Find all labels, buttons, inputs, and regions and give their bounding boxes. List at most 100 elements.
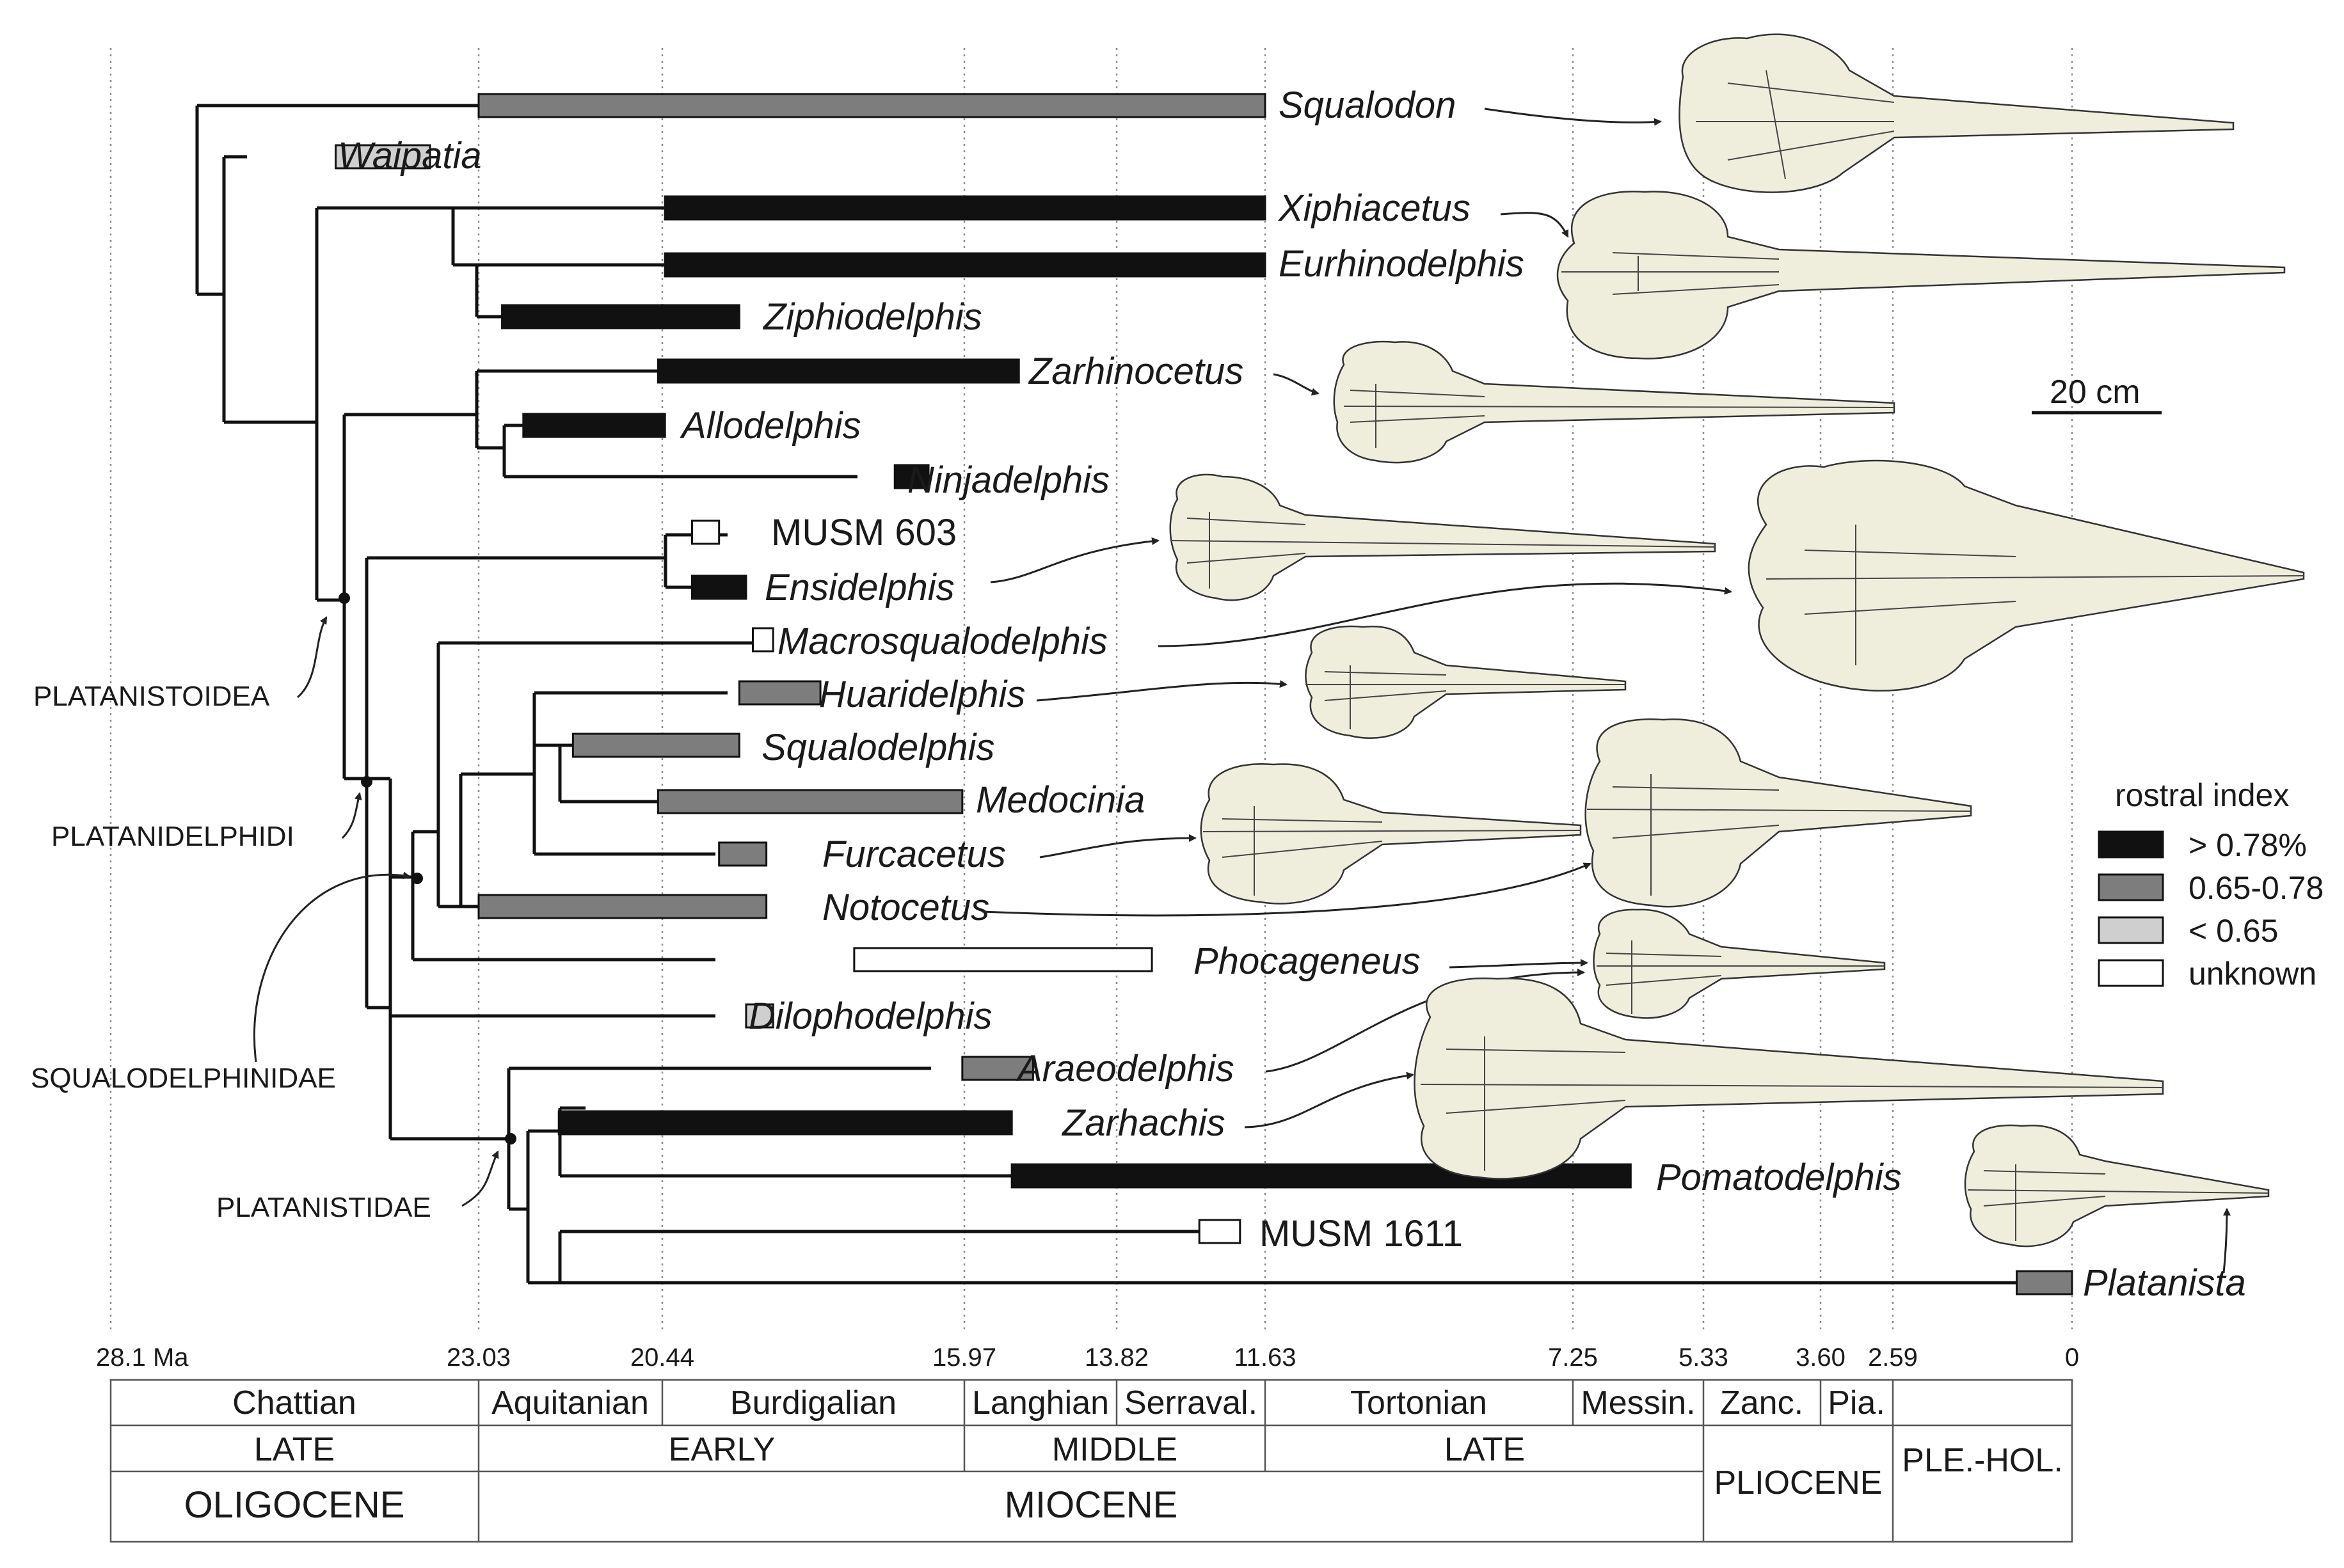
legend: rostral index > 0.78% 0.65-0.78 < 0.65 u… bbox=[2098, 777, 2324, 992]
range-bar-ensidelphis bbox=[690, 574, 747, 600]
skull-eurhinodelphis-image bbox=[1556, 191, 2286, 360]
skull-furcacetus-image bbox=[1200, 763, 1582, 905]
epoch-oligocene: OLIGOCENE bbox=[184, 1484, 405, 1526]
stage-burdigalian: Burdigalian bbox=[730, 1384, 897, 1421]
taxon-label-squalodon: Squalodon bbox=[1279, 84, 1456, 126]
skull-pointer-arrows bbox=[982, 107, 2231, 1274]
subepoch-middle-miocene: MIDDLE bbox=[1052, 1431, 1177, 1468]
taxon-label-eurhinodelphis: Eurhinodelphis bbox=[1279, 243, 1524, 285]
range-bar-allodelphis bbox=[522, 413, 666, 438]
stage-serravallian: Serraval. bbox=[1124, 1384, 1257, 1421]
stage-chattian: Chattian bbox=[232, 1384, 356, 1421]
range-bar-squalodon bbox=[477, 93, 1266, 118]
clade-label-platanistidae: PLATANISTIDAE bbox=[216, 1192, 431, 1223]
subepoch-late-miocene: LATE bbox=[1444, 1431, 1525, 1468]
skull-huaridelphis-image bbox=[1305, 625, 1627, 739]
scale-bar-label: 20 cm bbox=[2050, 374, 2141, 411]
epoch-pliocene: PLIOCENE bbox=[1714, 1464, 1883, 1501]
legend-title: rostral index bbox=[2115, 777, 2289, 813]
stage-aquitanian: Aquitanian bbox=[491, 1384, 649, 1421]
time-tick-label: 13.82 bbox=[1085, 1343, 1149, 1372]
taxon-label-musm603: MUSM 603 bbox=[771, 512, 957, 553]
legend-label-mid: 0.65-0.78 bbox=[2189, 870, 2324, 906]
taxon-label-waipatia: Waipatia bbox=[338, 135, 482, 177]
node-platanidelphidi bbox=[361, 776, 372, 788]
skull-araeodelphis-image bbox=[1414, 978, 2164, 1180]
range-bar-platanista bbox=[2016, 1270, 2073, 1295]
range-bar-ziphiodelphis bbox=[501, 304, 740, 329]
taxon-label-huaridelphis: Huaridelphis bbox=[819, 674, 1025, 715]
legend-label-high: > 0.78% bbox=[2189, 827, 2307, 863]
taxon-label-zarhachis: Zarhachis bbox=[1061, 1102, 1225, 1144]
time-tick-label: 5.33 bbox=[1678, 1343, 1728, 1372]
taxon-label-platanista: Platanista bbox=[2083, 1262, 2246, 1304]
range-bar-araeodelphis bbox=[961, 1056, 1034, 1081]
skull-platanista-image bbox=[1964, 1124, 2270, 1247]
stage-zanclean: Zanc. bbox=[1720, 1384, 1803, 1421]
clade-labels: PLATANISTOIDEA PLATANIDELPHIDI SQUALODEL… bbox=[31, 616, 499, 1223]
taxon-label-ziphiodelphis: Ziphiodelphis bbox=[762, 296, 982, 338]
taxon-label-araeodelphis: Araeodelphis bbox=[1016, 1048, 1234, 1089]
skull-illustrations bbox=[1169, 33, 2305, 1247]
taxon-label-allodelphis: Allodelphis bbox=[680, 405, 861, 447]
taxon-label-phocageneus: Phocageneus bbox=[1193, 940, 1421, 982]
stage-langhian: Langhian bbox=[972, 1384, 1109, 1421]
skull-musm603-image bbox=[1169, 473, 1716, 601]
range-bar-xiphiacetus bbox=[664, 195, 1266, 221]
range-bar-squalodelphis bbox=[571, 733, 740, 758]
taxon-label-zarhinocetus: Zarhinocetus bbox=[1028, 351, 1243, 392]
time-tick-label: 2.59 bbox=[1868, 1343, 1918, 1372]
time-tick-label: 0 bbox=[2065, 1343, 2079, 1372]
range-bar-notocetus bbox=[477, 894, 768, 919]
taxon-label-musm1611: MUSM 1611 bbox=[1259, 1213, 1463, 1255]
taxon-label-xiphiacetus: Xiphiacetus bbox=[1277, 187, 1471, 229]
range-bar-zarhachis bbox=[557, 1110, 1013, 1136]
time-tick-label: 23.03 bbox=[447, 1343, 511, 1372]
range-bar-eurhinodelphis bbox=[664, 252, 1266, 278]
time-tick-label: 3.60 bbox=[1796, 1343, 1846, 1372]
time-tick-label: 15.97 bbox=[932, 1343, 996, 1372]
time-tick-label: 7.25 bbox=[1548, 1343, 1598, 1372]
range-bar-furcacetus bbox=[718, 841, 768, 867]
taxon-labels: Squalodon Waipatia Xiphiacetus Eurhinode… bbox=[338, 84, 2246, 1304]
range-bar-macrosqualodelphis bbox=[751, 627, 774, 653]
subepoch-late-oligocene: LATE bbox=[254, 1431, 335, 1468]
epoch-pleistocene-holocene: PLE.-HOL. bbox=[1902, 1442, 2062, 1479]
skull-zarhinocetus-image bbox=[1333, 340, 1895, 464]
taxon-label-notocetus: Notocetus bbox=[822, 887, 989, 928]
skull-notocetus-image bbox=[1584, 718, 1972, 908]
taxon-label-pomatodelphis: Pomatodelphis bbox=[1656, 1157, 1902, 1198]
epoch-miocene: MIOCENE bbox=[1005, 1484, 1178, 1526]
node-platanistoidea bbox=[339, 592, 350, 604]
clade-label-squalodelphinidae: SQUALODELPHINIDAE bbox=[31, 1063, 336, 1094]
range-bar-musm603 bbox=[690, 519, 721, 545]
range-bar-huaridelphis bbox=[738, 680, 822, 706]
legend-swatch-mid bbox=[2098, 873, 2164, 901]
clade-label-platanistoidea: PLATANISTOIDEA bbox=[33, 681, 270, 712]
legend-swatch-low bbox=[2098, 916, 2164, 944]
taxon-label-dilophodelphis: Dilophodelphis bbox=[749, 995, 992, 1037]
range-bar-dilophodelphis bbox=[745, 1003, 774, 1029]
taxon-label-ninjadelphis: Ninjadelphis bbox=[907, 459, 1110, 501]
node-platanistidae bbox=[505, 1133, 516, 1144]
taxon-label-furcacetus: Furcacetus bbox=[822, 834, 1006, 875]
chronostratigraphic-table: Chattian Aquitanian Burdigalian Langhian… bbox=[109, 1379, 2073, 1543]
skull-phocageneus-image bbox=[1593, 908, 1886, 1019]
stage-messinian: Messin. bbox=[1581, 1384, 1695, 1421]
taxon-label-ensidelphis: Ensidelphis bbox=[765, 567, 955, 608]
stage-piacenzian: Pia. bbox=[1828, 1384, 1885, 1421]
time-tick-label: 28.1 Ma bbox=[96, 1343, 189, 1372]
stage-tortonian: Tortonian bbox=[1350, 1384, 1487, 1421]
clade-label-platanidelphidi: PLATANIDELPHIDI bbox=[51, 821, 294, 852]
legend-label-unknown: unknown bbox=[2189, 956, 2316, 992]
range-bar-phocageneus bbox=[853, 947, 1153, 972]
time-tick-label: 20.44 bbox=[630, 1343, 694, 1372]
range-bar-ninjadelphis bbox=[893, 464, 930, 489]
range-bar-medocinia bbox=[657, 789, 964, 814]
legend-label-low: < 0.65 bbox=[2189, 913, 2278, 949]
subepoch-early-miocene: EARLY bbox=[669, 1431, 776, 1468]
legend-swatch-unknown bbox=[2098, 959, 2164, 987]
node-squalodelphinidae bbox=[411, 873, 423, 884]
taxon-label-squalodelphis: Squalodelphis bbox=[761, 727, 994, 768]
